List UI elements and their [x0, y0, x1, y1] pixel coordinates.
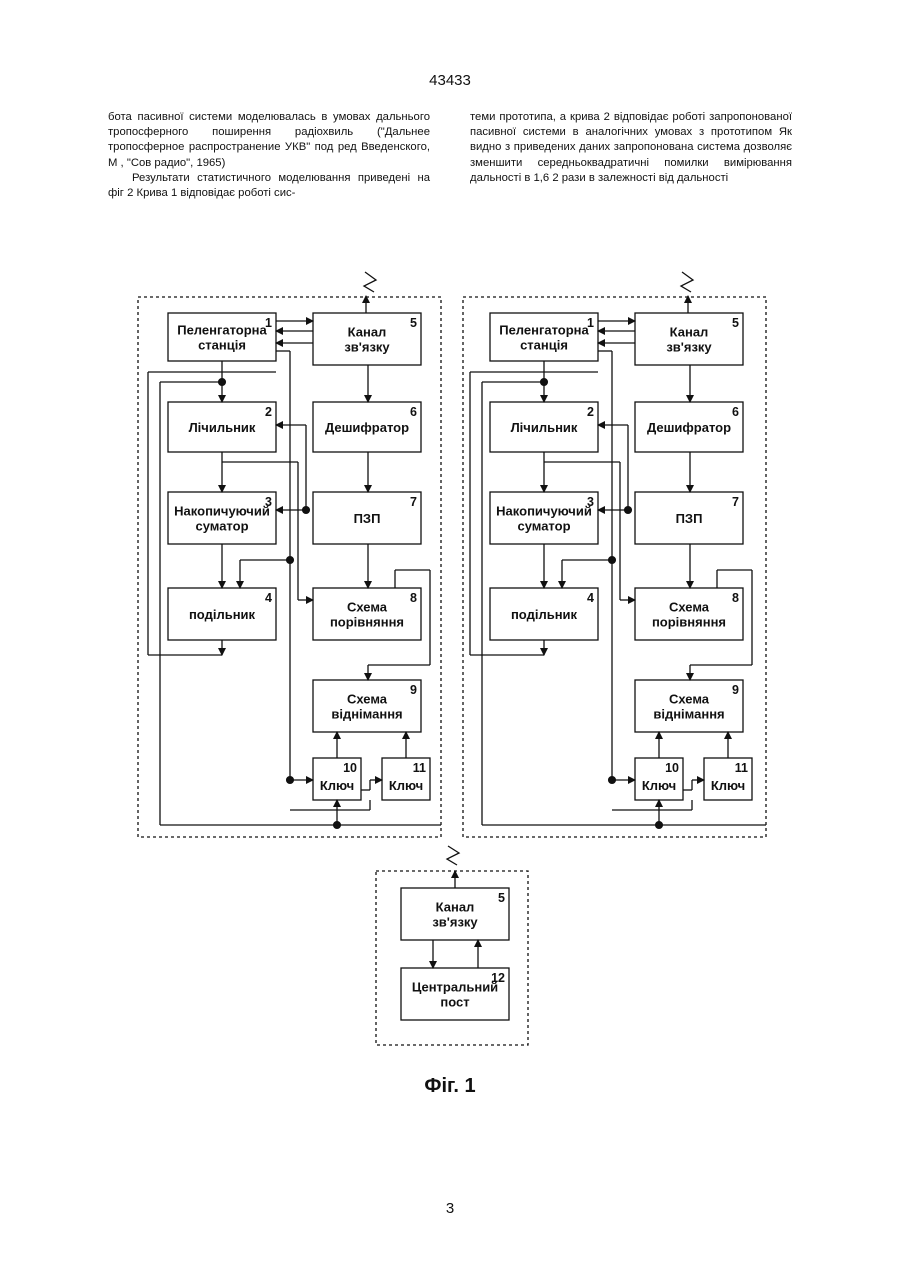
- block-label: зв'язку: [666, 340, 712, 355]
- block-label: Дешифратор: [325, 420, 409, 435]
- subsystem-boundary: [463, 297, 766, 837]
- block-number: 11: [413, 761, 426, 775]
- block-label: Центральний: [412, 980, 498, 995]
- block-label: суматор: [195, 519, 248, 534]
- block-number: 1: [587, 316, 594, 330]
- block-label: Лічильник: [511, 420, 578, 435]
- block-label: пост: [440, 995, 469, 1010]
- block-label: порівняння: [330, 615, 404, 630]
- block-label: Накопичуючий: [174, 504, 270, 519]
- block-label: Канал: [436, 900, 475, 915]
- block-number: 7: [732, 495, 739, 509]
- block-number: 11: [735, 761, 748, 775]
- block-label: Канал: [670, 325, 709, 340]
- block-label: порівняння: [652, 615, 726, 630]
- block-number: 12: [491, 971, 505, 985]
- block-label: Схема: [669, 600, 710, 615]
- block-number: 6: [732, 405, 739, 419]
- block-label: зв'язку: [344, 340, 390, 355]
- block-number: 6: [410, 405, 417, 419]
- antenna-icon: [364, 272, 376, 292]
- block-number: 10: [343, 761, 357, 775]
- block-number: 8: [410, 591, 417, 605]
- block-label: подільник: [189, 607, 256, 622]
- block-number: 10: [665, 761, 679, 775]
- block-label: віднімання: [653, 707, 724, 722]
- subsystem-right: Пеленгаторнастанція 1Каналзв'язку 5Лічильн…: [463, 272, 766, 837]
- block-number: 9: [410, 683, 417, 697]
- block-number: 9: [732, 683, 739, 697]
- block-label: Дешифратор: [647, 420, 731, 435]
- block-label: Ключ: [389, 778, 423, 793]
- block-label: Схема: [347, 692, 388, 707]
- block-label: ПЗП: [676, 511, 703, 526]
- block-label: Ключ: [711, 778, 745, 793]
- block-label: Лічильник: [189, 420, 256, 435]
- block-number: 4: [587, 591, 594, 605]
- page-number-bottom: 3: [0, 1200, 900, 1217]
- subsystem-left: Пеленгаторнастанція 1Каналзв'язку 5Лічильн…: [138, 272, 441, 837]
- block-number: 4: [265, 591, 272, 605]
- block-label: ПЗП: [354, 511, 381, 526]
- block-label: Ключ: [642, 778, 676, 793]
- block-label: віднімання: [331, 707, 402, 722]
- block-label: Схема: [347, 600, 388, 615]
- block-number: 2: [587, 405, 594, 419]
- block-label: Ключ: [320, 778, 354, 793]
- figure-caption: Фіг. 1: [0, 1075, 900, 1098]
- block-label: Пеленгаторна: [499, 323, 589, 338]
- block-label: зв'язку: [432, 915, 478, 930]
- block-label: подільник: [511, 607, 578, 622]
- block-number: 3: [587, 495, 594, 509]
- subsystem-boundary: [376, 871, 528, 1045]
- block-number: 2: [265, 405, 272, 419]
- block-number: 3: [265, 495, 272, 509]
- block-label: Схема: [669, 692, 710, 707]
- block-label: Пеленгаторна: [177, 323, 267, 338]
- block-number: 1: [265, 316, 272, 330]
- block-label: Канал: [348, 325, 387, 340]
- block-label: Накопичуючий: [496, 504, 592, 519]
- antenna-icon: [681, 272, 693, 292]
- block-label: суматор: [517, 519, 570, 534]
- block-label: станція: [520, 338, 568, 353]
- block-number: 5: [732, 316, 739, 330]
- block-number: 8: [732, 591, 739, 605]
- antenna-icon: [447, 846, 459, 865]
- block-number: 5: [498, 891, 505, 905]
- block-label: станція: [198, 338, 246, 353]
- block-number: 7: [410, 495, 417, 509]
- subsystem-central: Каналзв'язку 5Центральнийпост 12: [376, 846, 528, 1045]
- block-number: 5: [410, 316, 417, 330]
